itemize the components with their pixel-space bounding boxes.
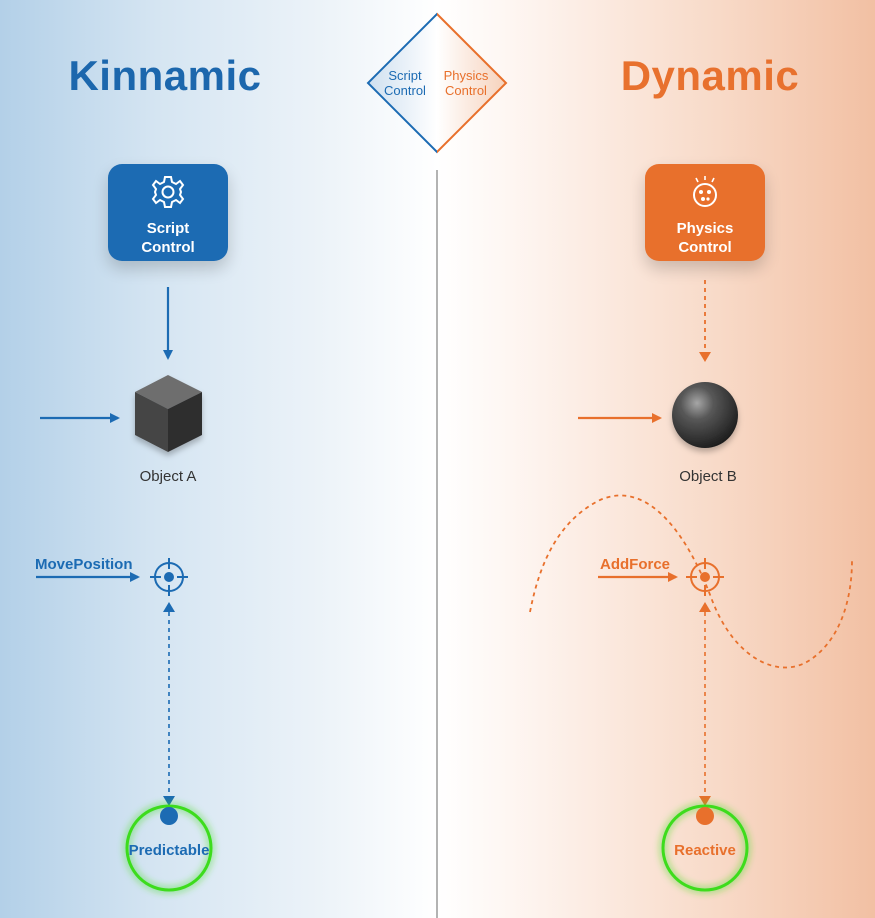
script-control-line2: Control [141,239,195,256]
diamond-label-script: Script Control [375,68,435,98]
mode-badge-diamond [366,12,508,154]
arrowhead-down-left [163,796,175,806]
cube-object [135,375,202,452]
kinematic-title: Kinnamic [68,52,262,99]
predictable-label: Predictable [128,842,210,859]
diamond-script-line2: Control [384,83,426,98]
reactive-ring [661,804,749,892]
atom-icon [693,176,717,207]
object-a-label: Object A [139,468,197,485]
target-crosshair-icon-left [150,558,188,596]
predictable-dot [160,807,178,825]
diamond-label-physics: Physics Control [436,68,496,98]
physics-control-label: Physics Control [645,219,765,257]
arrowhead-down-right [699,796,711,806]
diamond-physics-line1: Physics [443,68,489,83]
reactive-dot [696,807,714,825]
predictable-ring [125,804,213,892]
sphere-object [672,382,738,448]
arrowhead-up-left [163,602,175,612]
physics-control-line1: Physics [676,220,734,237]
dynamic-title: Dynamic [620,52,800,99]
arrowhead-down-card-right [699,352,711,362]
target-crosshair-icon-right [686,558,724,596]
physics-control-line2: Control [678,239,732,256]
script-control-card: Script Control [108,164,228,261]
diamond-script-line1: Script [388,68,422,83]
arrowhead-up-right [699,602,711,612]
physics-control-card: Physics Control [645,164,765,261]
reactive-label: Reactive [674,842,736,859]
object-b-label: Object B [679,468,737,485]
addforce-label: AddForce [600,556,671,573]
script-control-line1: Script [146,220,190,237]
moveposition-label: MovePosition [35,556,133,573]
script-control-label: Script Control [108,219,228,257]
gear-icon [151,176,185,208]
trajectory-curve [529,494,853,669]
diamond-physics-line2: Control [445,83,487,98]
